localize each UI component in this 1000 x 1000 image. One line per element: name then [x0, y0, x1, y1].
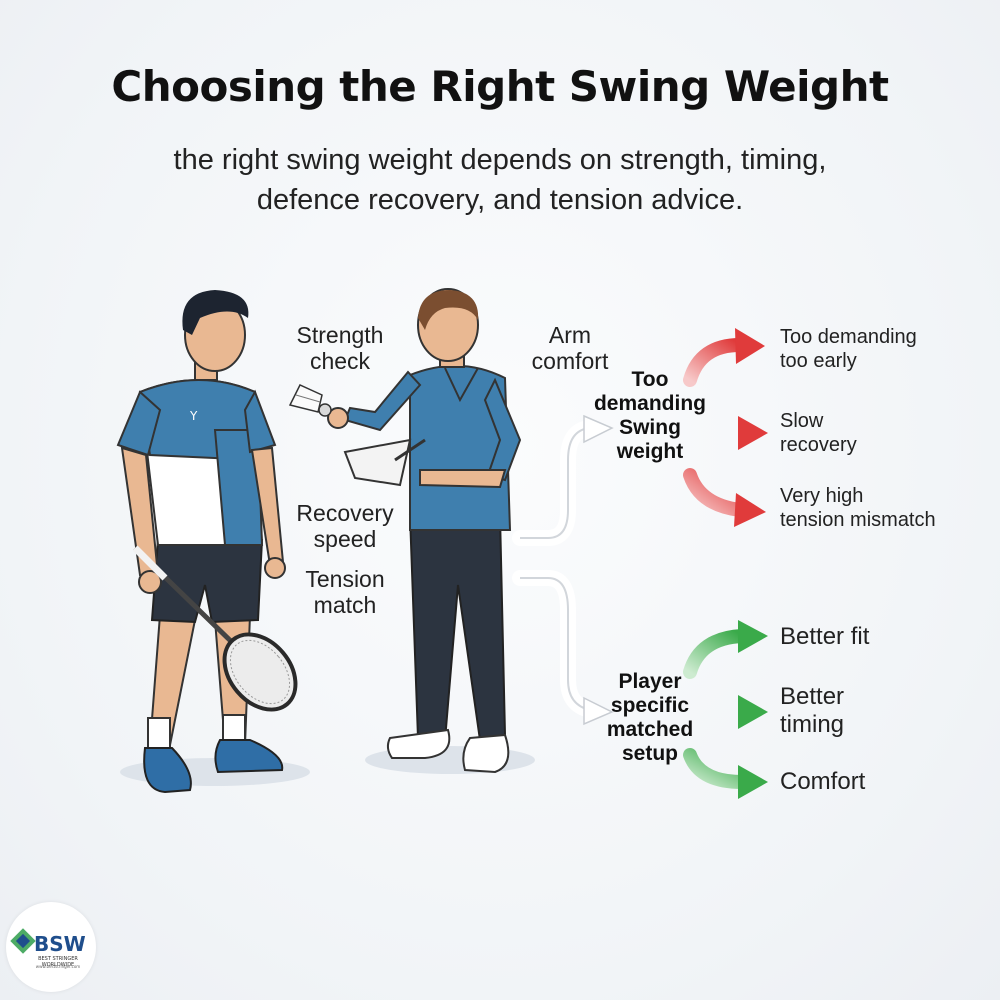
outcome-slow-recovery: Slow recovery — [780, 410, 857, 456]
logo-text: BSW — [34, 932, 86, 956]
outcome-better-fit: Better fit — [780, 623, 870, 650]
logo-racket-icon — [10, 928, 36, 954]
bsw-logo: BSW BEST STRINGER WORLDWIDE www.beststri… — [6, 902, 96, 992]
shuttlecock — [288, 384, 332, 417]
page-title: Choosing the Right Swing Weight — [111, 62, 889, 111]
brace-arrowhead-down — [583, 696, 614, 726]
label-arm-comfort: Arm comfort — [531, 322, 609, 374]
red-arrow-down — [683, 468, 747, 517]
player-figure: Y — [116, 290, 286, 794]
subtitle-line-1: the right swing weight depends on streng… — [173, 144, 827, 176]
green-arrow-up — [683, 629, 749, 679]
branch-label-too-demanding: Too demanding Swing weight — [593, 368, 706, 463]
subtitle-line-2: defence recovery, and tension advice. — [256, 184, 744, 216]
coach-figure — [327, 288, 522, 774]
outcome-too-demanding-too-early: Too demanding too early — [780, 326, 917, 372]
logo-tagline: BEST STRINGER WORLDWIDE — [38, 956, 78, 968]
outcome-comfort: Comfort — [780, 768, 866, 795]
branch-label-player-specific: Player specific matched setup — [606, 670, 694, 765]
label-tension-match: Tension match — [305, 566, 385, 618]
label-recovery-speed: Recovery speed — [296, 500, 394, 552]
outcome-better-timing: Better timing — [780, 683, 845, 738]
outcome-tension-mismatch: Very high tension mismatch — [780, 485, 936, 531]
red-arrow-up — [683, 338, 747, 387]
racket — [132, 545, 298, 712]
page-subtitle: the right swing weight depends on streng… — [120, 140, 880, 220]
label-strength-check: Strength check — [296, 322, 384, 374]
green-arrow-down — [683, 748, 749, 789]
logo-url: www.beststringer.com — [35, 964, 81, 969]
svg-text:Y: Y — [189, 409, 198, 423]
brace-arrowhead-up — [583, 414, 614, 444]
